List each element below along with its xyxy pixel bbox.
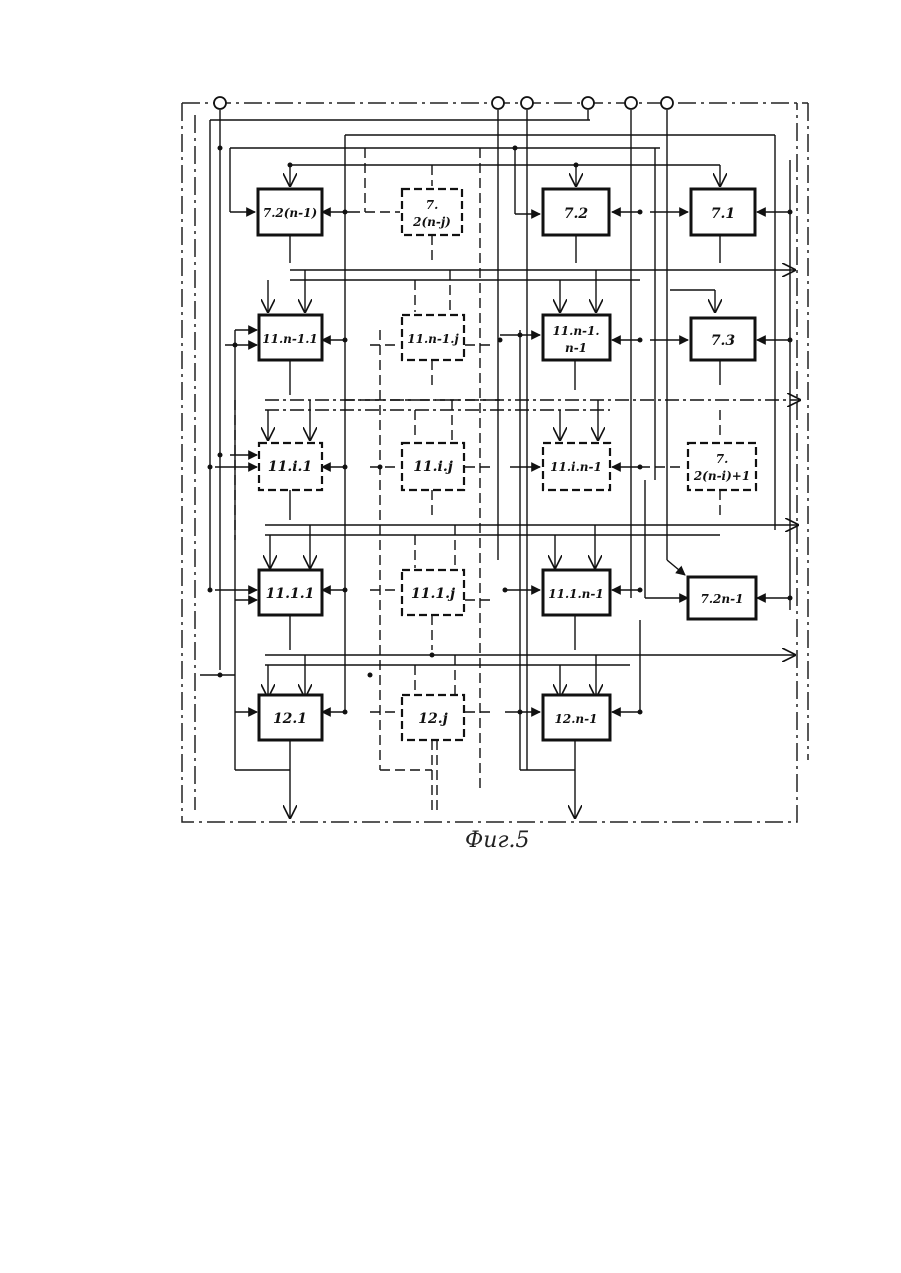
block-label: 11.1.1 [266,586,315,602]
block-11-n-1-j: 11.n-1.j [402,315,464,360]
block-label: 7.2 [564,206,589,222]
block-11-i-j: 11.i.j [402,443,464,490]
block-7-2n-j: 7. 2(n-j) [402,189,462,235]
block-12-1: 12.1 [259,695,322,740]
block-label-bottom: 2(n-j) [412,215,451,229]
block-7-2n-1: 7.2(n-1) [258,189,322,235]
block-7-1: 7.1 [691,189,755,235]
block-11-n-1-1: 11.n-1.1 [259,315,322,360]
block-7-2n-i-1: 7. 2(n-i)+1 [688,443,756,490]
block-11-1-n-1: 11.1.n-1 [543,570,610,615]
block-label: 11.i.1 [268,459,312,475]
block-label: 11.i.j [413,459,453,475]
block-label: 11.1.j [411,586,455,602]
block-label: 7.3 [711,333,736,349]
block-11-1-1: 11.1.1 [259,570,322,615]
block-label: 12.n-1 [555,712,598,726]
block-7-2n-1-bottom: 7.2n-1 [688,577,756,619]
block-label: 11.n-1.1 [262,332,317,346]
block-label: 11.1.n-1 [548,587,603,601]
block-7-3: 7.3 [691,318,755,360]
block-7-2: 7.2 [543,189,609,235]
block-label-bottom: 2(n-i)+1 [693,469,750,483]
block-label: 11.i.n-1 [550,460,602,474]
block-label: 11.n-1.j [407,332,459,346]
block-label-bottom: n-1 [565,341,587,355]
block-11-1-j: 11.1.j [402,570,464,615]
block-label: 7.2n-1 [701,592,744,606]
block-label: 12.j [418,711,447,727]
block-11-i-1: 11.i.1 [259,443,322,490]
block-label: 7.1 [711,206,735,222]
block-label: 7.2(n-1) [263,206,317,220]
block-12-n-1: 12.n-1 [543,695,610,740]
figure-caption: Фиг.5 [465,828,530,853]
block-11-n-1-n-1: 11.n-1. n-1 [543,315,610,360]
block-label-top: 11.n-1. [552,324,599,338]
block-label-top: 7. [426,198,439,212]
block-11-i-n-1: 11.i.n-1 [543,443,610,490]
block-label-top: 7. [716,452,729,466]
block-label: 12.1 [273,711,307,727]
block-12-j: 12.j [402,695,464,740]
